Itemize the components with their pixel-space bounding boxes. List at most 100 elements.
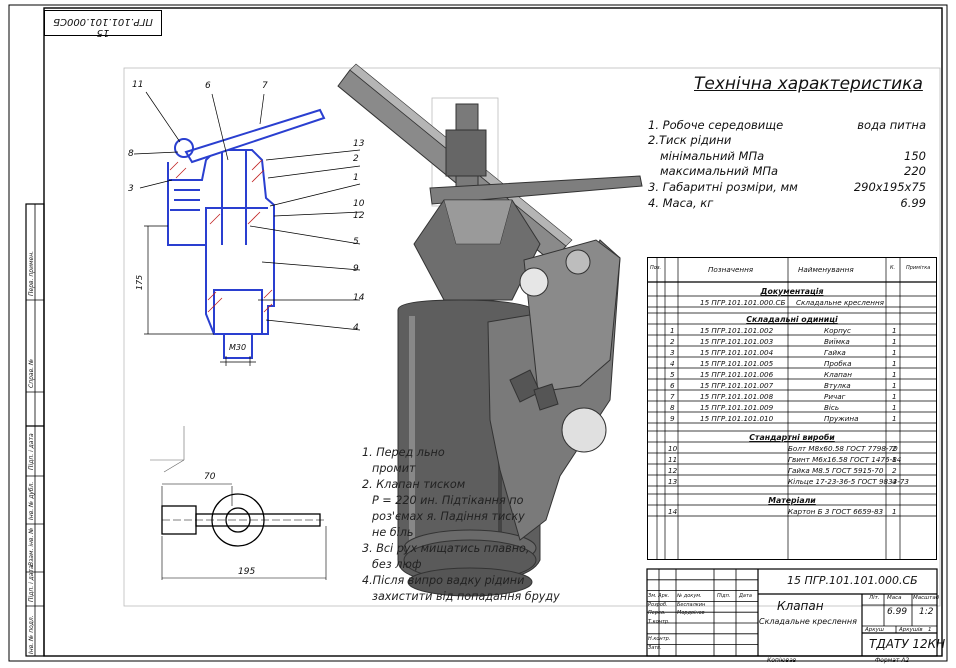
note-line-6: 3. Всі рух мищатись плавно, xyxy=(362,542,530,555)
side-label-0: Перв. примен. xyxy=(28,250,35,296)
spec-unit-qty: 1 xyxy=(892,337,897,346)
side-label-6: Інв. № подл. xyxy=(28,615,35,654)
tech-label-3: максимальний МПа xyxy=(660,164,779,178)
tb-copied: Копіював xyxy=(767,657,797,664)
header-stamp-text: 15 ПГР.101.101.000СБ xyxy=(53,16,153,38)
tb-scale-label: Масштаб xyxy=(913,595,940,601)
callout-11: 11 xyxy=(132,80,144,90)
tb-person-2: Мордвінов xyxy=(677,610,705,617)
spec-unit-qty: 1 xyxy=(892,348,897,357)
spec-unit-qty: 1 xyxy=(892,381,897,390)
tb-role-2: Перев. xyxy=(648,610,666,617)
spec-head-name: Найменування xyxy=(798,265,854,274)
valve-3d-model xyxy=(337,63,643,597)
tech-label-0: 1. Робоче середовище xyxy=(648,118,784,132)
note-line-9: захистити від попадання бруду xyxy=(372,590,560,603)
tb-name: Клапан xyxy=(777,599,824,613)
callout-1: 1 xyxy=(353,173,359,183)
callout-5: 5 xyxy=(353,237,359,247)
spec-unit-qty: 1 xyxy=(892,414,897,423)
spec-std-qty: 2 xyxy=(892,466,897,475)
spec-unit-pos: 5 xyxy=(670,370,675,379)
callout-2: 2 xyxy=(353,154,359,164)
spec-unit-pos: 6 xyxy=(670,381,675,390)
spec-unit-name: Втулка xyxy=(824,381,851,390)
tb-sheets-label: Аркушів xyxy=(899,627,923,633)
note-line-8: 4.Після випро вадку рідини xyxy=(362,574,525,587)
tb-role-3: Т.контр. xyxy=(648,618,670,625)
tb-mass-label: Маса xyxy=(887,595,902,601)
note-line-1: промит xyxy=(372,462,416,475)
spec-std-name: Гвинт М6х16.58 ГОСТ 1476-84 xyxy=(788,455,902,464)
callout-10: 10 xyxy=(353,199,365,209)
tb-format: Формат А2 xyxy=(875,657,910,664)
spec-mat-name: Картон Б 3 ГОСТ 6659-83 xyxy=(788,507,884,516)
spec-mat-pos: 14 xyxy=(668,507,678,516)
spec-unit-pos: 8 xyxy=(670,403,675,412)
tb-role-6: Затв. xyxy=(648,644,662,651)
spec-section-2: Стандартні вироби xyxy=(749,433,835,442)
spec-std-pos: 13 xyxy=(668,477,678,486)
spec-section-0: Документація xyxy=(760,287,824,296)
side-label-3: Інв. № дубл. xyxy=(28,481,35,520)
tb-col-0: Підп. xyxy=(717,593,731,599)
tb-sheets-val: 1 xyxy=(928,627,932,633)
note-line-5: не біль xyxy=(372,526,414,539)
tb-role-5: Н.контр. xyxy=(648,636,671,642)
spec-unit-qty: 1 xyxy=(892,370,897,379)
spec-unit-name: Клапан xyxy=(824,370,852,379)
tb-person-1: Беспалкин xyxy=(677,601,706,608)
spec-unit-qty: 1 xyxy=(892,326,897,335)
tech-value-4: 290х195х75 xyxy=(853,180,926,194)
spec-table: Поз. Позначення Найменування К. Примітка… xyxy=(647,257,937,560)
tb-code: 15 ПГР.101.101.000.СБ xyxy=(787,574,918,587)
spec-unit-code: 15 ПГР.101.101.007 xyxy=(700,381,774,390)
plan-view xyxy=(161,483,327,580)
spec-std-qty: 4 xyxy=(892,477,897,486)
side-label-4: Взам. інв. № xyxy=(28,527,35,566)
note-line-7: без люф xyxy=(372,558,422,571)
spec-unit-code: 15 ПГР.101.101.008 xyxy=(700,392,774,401)
spec-std-pos: 11 xyxy=(668,455,678,464)
callout-13: 13 xyxy=(353,139,365,149)
section-view xyxy=(167,108,326,359)
tech-title: Технічна характеристика xyxy=(694,74,923,94)
callout-6: 6 xyxy=(205,81,211,91)
spec-unit-pos: 2 xyxy=(670,337,675,346)
spec-std-pos: 12 xyxy=(668,466,678,475)
callout-12: 12 xyxy=(353,211,365,221)
spec-std-name: Кільце 17-23-36-5 ГОСТ 9833-73 xyxy=(788,477,909,486)
side-label-1: Справ. № xyxy=(28,358,35,388)
spec-std-qty: 1 xyxy=(892,455,897,464)
spec-unit-qty: 1 xyxy=(892,392,897,401)
tb-lit-label: Літ. xyxy=(869,595,880,601)
callout-4: 4 xyxy=(353,323,359,333)
tech-label-5: 4. Маса, кг xyxy=(648,196,714,210)
title-block: 15 ПГР.101.101.000.СБ Клапан Складальне … xyxy=(647,569,945,664)
spec-unit-name: Ричаг xyxy=(824,392,846,401)
callout-8: 8 xyxy=(128,149,134,159)
side-label-5: Підп. і дата xyxy=(28,565,35,602)
spec-unit-name: Пружина xyxy=(824,414,859,423)
spec-std-qty: 2 xyxy=(892,444,897,453)
spec-doc-code: 15 ПГР.101.101.000.СБ xyxy=(700,298,786,307)
note-line-0: 1. Перед льно xyxy=(362,446,445,459)
callout-3: 3 xyxy=(128,184,134,194)
dim-70: 70 xyxy=(204,472,216,482)
spec-head-note: Примітка xyxy=(906,265,931,271)
spec-head-code: Позначення xyxy=(708,265,754,274)
dim-195: 195 xyxy=(238,567,256,577)
side-label-2: Підп. і дата xyxy=(28,433,35,470)
spec-unit-code: 15 ПГР.101.101.004 xyxy=(700,348,774,357)
header-stamp: 15 ПГР.101.101.000СБ xyxy=(44,10,162,38)
callout-9: 9 xyxy=(353,264,359,274)
spec-unit-pos: 4 xyxy=(670,359,675,368)
